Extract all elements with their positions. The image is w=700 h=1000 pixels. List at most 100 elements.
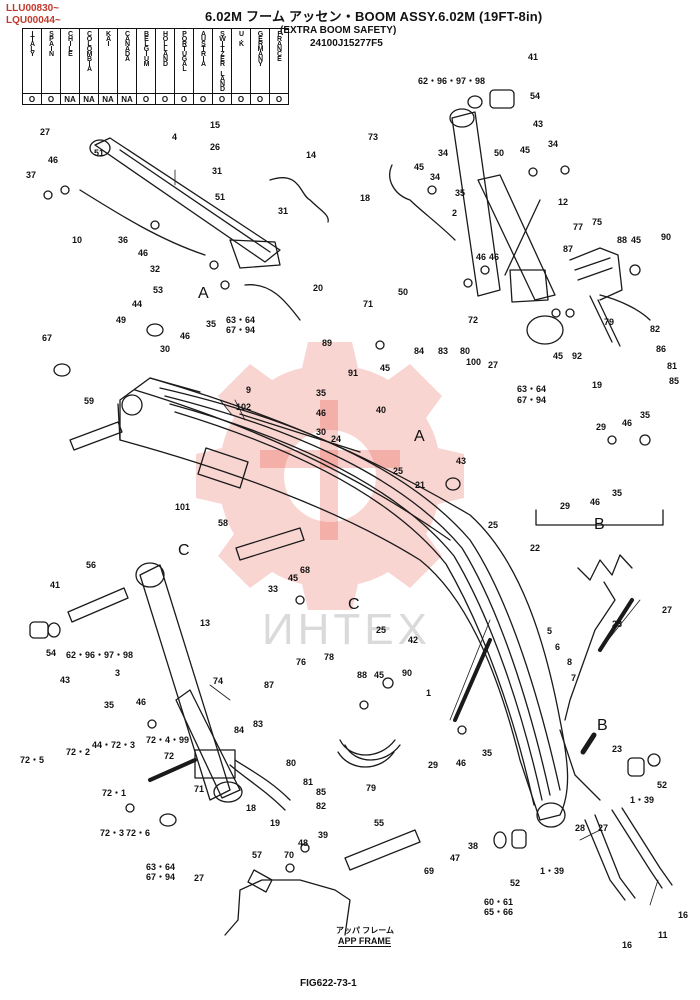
- callout-number: 63・64: [517, 384, 547, 394]
- cylinder-upper-right: [449, 108, 564, 345]
- app-frame-label-jp: アッパ フレーム: [336, 926, 394, 935]
- callout-number: 3: [115, 668, 121, 678]
- callout-number: 34: [430, 172, 441, 182]
- callout-number: 88: [357, 670, 368, 680]
- callout-number: 33: [268, 584, 279, 594]
- callout-number: 27: [194, 873, 205, 883]
- callout-number: 35: [104, 700, 115, 710]
- callout-number: 52: [510, 878, 521, 888]
- callout-number: 82: [316, 801, 327, 811]
- callout-number: 35: [612, 488, 623, 498]
- callout-number: 26: [210, 142, 221, 152]
- callout-number: 58: [218, 518, 229, 528]
- callout-number: 83: [253, 719, 264, 729]
- callout-number: 72・6: [126, 828, 151, 838]
- section-marker-a: A: [414, 428, 425, 445]
- country-mark-cell: O: [22, 93, 42, 105]
- callout-number: 1・39: [540, 866, 565, 876]
- diagram-subtitle: (EXTRA BOOM SAFETY): [280, 25, 397, 36]
- country-name: AUSTRIA: [200, 31, 207, 66]
- callout-number: 45: [380, 363, 391, 373]
- callout-number: 63・64: [226, 315, 256, 325]
- callout-number: 80: [286, 758, 297, 768]
- callout-number: 92: [572, 351, 583, 361]
- callout-number: 36: [118, 235, 129, 245]
- callout-number: 52: [657, 780, 668, 790]
- pointer-arrow: [598, 598, 634, 652]
- callout-number: 46: [476, 252, 487, 262]
- callout-number: 47: [450, 853, 461, 863]
- callout-number: 15: [210, 120, 221, 130]
- callout-number: 46: [180, 331, 191, 341]
- callout-number: 81: [303, 777, 314, 787]
- pointer-arrow: [148, 758, 197, 782]
- country-mark-cell: O: [269, 93, 289, 105]
- leader-lines: [174, 169, 659, 906]
- callout-number: 46: [622, 418, 633, 428]
- callout-number: 41: [528, 52, 539, 62]
- figure-id: FIG622-73-1: [300, 978, 357, 989]
- callout-number: 67・94: [517, 395, 547, 405]
- callout-number: 72・4・99: [146, 735, 190, 745]
- country-name: HOLLAND: [162, 31, 169, 66]
- pointer-arrow: [453, 638, 492, 722]
- callout-number: 77: [573, 222, 584, 232]
- callout-number: 8: [567, 657, 573, 667]
- hose-bundle-79: [337, 739, 401, 768]
- callout-number: 72: [468, 315, 479, 325]
- callout-number: 16: [678, 910, 689, 920]
- callout-number: 25: [393, 466, 404, 476]
- callout-number: 39: [318, 830, 329, 840]
- callout-number: 9: [246, 385, 252, 395]
- callout-number: 45: [631, 235, 642, 245]
- serial-range-1: LLU00830~: [6, 3, 60, 14]
- callout-number: 85: [669, 376, 680, 386]
- section-marker-c: C: [348, 596, 360, 613]
- watermark-text: ИНТЕХ: [262, 605, 431, 654]
- callout-number: 54: [46, 648, 57, 658]
- callout-number: 60・61: [484, 897, 514, 907]
- callout-number: 46: [456, 758, 467, 768]
- callout-number: 30: [316, 427, 327, 437]
- boom-body: [117, 377, 569, 828]
- callout-number: 57: [252, 850, 263, 860]
- callout-number: 1・39: [630, 795, 655, 805]
- callout-number: 40: [376, 405, 387, 415]
- callout-number: 71: [363, 299, 374, 309]
- callout-number: 67・94: [226, 325, 256, 335]
- country-name: GERMANY: [257, 31, 264, 66]
- callout-number: 35: [455, 188, 466, 198]
- callout-number: 86: [656, 344, 667, 354]
- callout-number: 37: [26, 170, 37, 180]
- callout-number: 54: [530, 91, 541, 101]
- callout-number: 14: [306, 150, 317, 160]
- callout-number: 72・5: [20, 755, 45, 765]
- callout-number: 41: [50, 580, 61, 590]
- country-name: FRANCE: [276, 31, 283, 61]
- callout-number: 67・94: [146, 872, 176, 882]
- callout-number: 51: [215, 192, 226, 202]
- callout-number: 10: [72, 235, 83, 245]
- app-frame-label: APP FRAME: [338, 936, 391, 947]
- callout-number: 45: [414, 162, 425, 172]
- callout-number: 51: [94, 148, 105, 158]
- callout-number: 46: [489, 252, 500, 262]
- callout-number: 49: [116, 315, 127, 325]
- serial-range-2: LQU00044~: [6, 15, 61, 26]
- callout-number: 55: [374, 818, 385, 828]
- callout-number: 6: [555, 642, 561, 652]
- callout-number: 59: [84, 396, 95, 406]
- country-name: SPAIN: [48, 31, 55, 56]
- callout-number: 34: [438, 148, 449, 158]
- assembly-part-number: 24100J15277F5: [310, 38, 383, 49]
- callout-number: 19: [592, 380, 603, 390]
- callout-number: 84: [234, 725, 245, 735]
- callout-number: 29: [560, 501, 571, 511]
- callout-number: 83: [438, 346, 449, 356]
- callout-number: 44・72・3: [92, 740, 136, 750]
- callout-number: 30: [160, 344, 171, 354]
- callout-number: 27: [488, 360, 499, 370]
- callout-number: 18: [360, 193, 371, 203]
- callout-number: 35: [640, 410, 651, 420]
